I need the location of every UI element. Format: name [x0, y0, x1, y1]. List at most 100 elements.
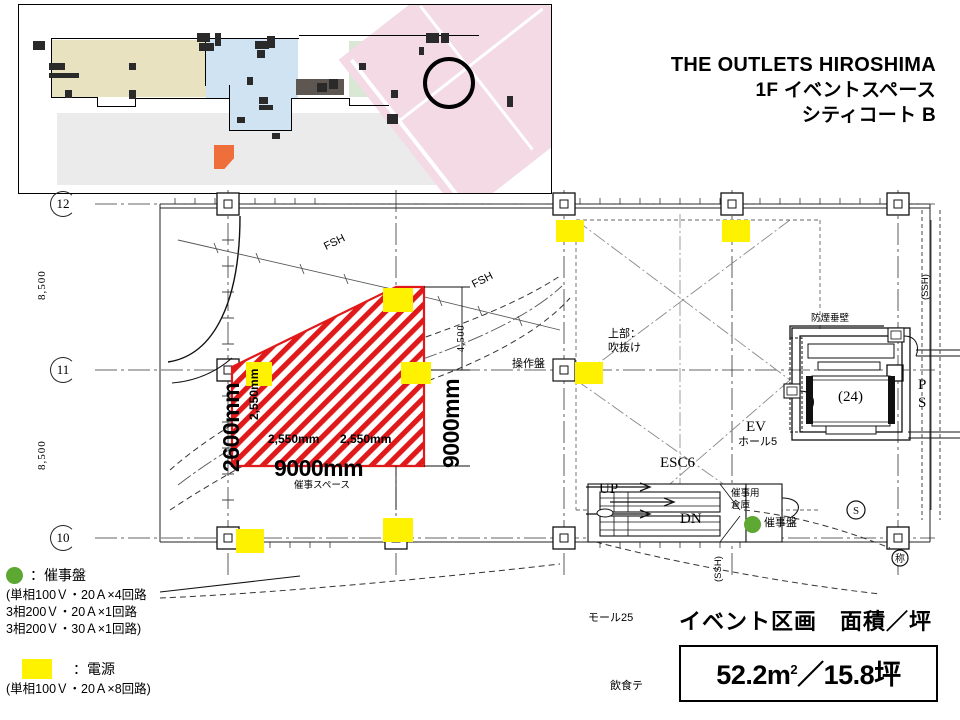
title-line-3: シティコート B	[801, 105, 936, 127]
label-ev-hall: ホール5	[738, 436, 778, 448]
grid-bubble-11: 11	[50, 357, 76, 383]
inset-chip	[259, 105, 273, 110]
title-line-1: THE OUTLETS HIROSHIMA	[670, 54, 936, 76]
label-store-2: 倉庫	[731, 500, 751, 511]
legend-panel-spec-2: 3相200Ｖ・20Ａ×1回路	[6, 604, 137, 619]
dim-left-2600: 2600mm	[218, 382, 244, 472]
label-esc-dn: DN	[680, 511, 702, 527]
event-panel-marker	[744, 516, 761, 533]
inset-wall-v1	[205, 38, 207, 86]
inset-wall-b5	[135, 98, 230, 100]
inset-locator-map	[18, 4, 552, 194]
legend-panel-label: ：催事盤	[30, 567, 86, 583]
inset-chip	[267, 36, 275, 48]
power-outlet	[575, 362, 603, 384]
label-store-1: 催事用	[731, 488, 760, 499]
inset-chip	[65, 90, 72, 98]
label-void-upper: 上部：	[608, 328, 641, 340]
inset-wall-b4	[135, 98, 137, 107]
grid-label: 10	[56, 530, 70, 545]
power-outlet	[556, 220, 584, 242]
inset-wall-b11	[349, 105, 389, 107]
inset-chip	[33, 41, 45, 50]
area-heading: イベント区画 面積／坪	[678, 609, 932, 634]
area-sqm-unit: m	[766, 660, 791, 690]
legend-row-panel: ：催事盤	[6, 565, 256, 585]
label-esc6: ESC6	[660, 455, 696, 471]
inset-entrance-icon	[214, 145, 234, 169]
grid-spacing-2: 8,500	[36, 440, 48, 470]
inset-chip	[255, 41, 269, 49]
grid-label: 11	[56, 362, 70, 377]
inset-chip	[215, 33, 221, 46]
inset-wall-b7	[229, 130, 291, 132]
area-separator: ／	[797, 660, 824, 690]
inset-chip	[237, 117, 245, 123]
label-ssh-bottom: (SSH)	[713, 556, 724, 582]
label-ps-s: S	[918, 395, 927, 411]
title-line-2: 1F イベントスペース	[755, 80, 936, 102]
inset-chip	[247, 77, 253, 85]
area-sqm-sup: 2	[790, 662, 798, 677]
inset-chip	[359, 63, 366, 70]
inset-chip	[197, 33, 210, 42]
plan-vector-layer: S 称	[95, 190, 960, 599]
floor-plan-drawing: S 称	[0, 180, 960, 692]
legend-power-label: ：電源	[73, 661, 115, 678]
grid-bubble-12: 12	[50, 191, 76, 217]
inset-chip	[199, 43, 214, 51]
event-panel-swatch-icon	[6, 566, 23, 584]
label-ssh-right: (SSH)	[920, 274, 931, 300]
label-smoke-curtain: 防煙垂壁	[811, 313, 850, 324]
area-value-box: 52.2m2／15.8坪	[678, 645, 938, 702]
inset-chip	[257, 50, 265, 58]
power-outlet	[722, 220, 750, 242]
page-title: THE OUTLETS HIROSHIMA 1F イベントスペース シティコート…	[671, 52, 936, 129]
power-outlet	[383, 518, 413, 542]
inset-wall-b1	[51, 97, 97, 99]
inset-chip	[441, 33, 449, 43]
label-ev: EV	[746, 419, 766, 435]
power-outlet	[401, 362, 431, 384]
dim-bottom-9000: 9000mm	[274, 455, 364, 481]
grid-label: 12	[56, 196, 70, 211]
svg-text:S: S	[853, 505, 859, 517]
legend-panel-spec-3: 3相200Ｖ・30Ａ×1回路)	[6, 621, 142, 636]
inset-chip	[272, 133, 280, 139]
power-outlet	[246, 362, 272, 386]
inset-chip	[129, 63, 136, 70]
dim-offset-4500: 4,500	[456, 324, 467, 353]
label-mall-25: モール25	[588, 612, 634, 624]
inset-wall-top-1	[51, 38, 299, 40]
inset-wall-b3	[97, 106, 135, 108]
legend-power-spec-1: (単相100Ｖ・20Ａ×8回路)	[6, 682, 151, 697]
label-event-panel: 催事盤	[764, 517, 797, 529]
dim-inner-left-2550: 2,550mm	[247, 368, 261, 420]
label-void-open: 吹抜け	[608, 342, 641, 354]
dim-right-9000: 9000mm	[438, 378, 464, 468]
legend: ：催事盤 (単相100Ｖ・20Ａ×4回路 3相200Ｖ・20Ａ×1回路 3相20…	[6, 565, 256, 698]
dim-inner-bottom-1: 2,550mm	[268, 432, 320, 446]
legend-power-spec: (単相100Ｖ・20Ａ×8回路)	[6, 681, 256, 698]
label-restaurant: 飲食テ	[610, 680, 643, 692]
legend-panel-spec-1: (単相100Ｖ・20Ａ×4回路	[6, 588, 147, 602]
inset-chip	[49, 73, 79, 78]
area-sqm-value: 52.2	[716, 660, 767, 690]
inset-chip	[507, 96, 513, 107]
inset-wall-b10	[349, 98, 351, 106]
inset-chip	[419, 47, 424, 55]
grid-bubble-10: 10	[50, 525, 76, 551]
inset-chip	[49, 63, 65, 70]
inset-chip	[391, 90, 398, 98]
legend-panel-spec: (単相100Ｖ・20Ａ×4回路 3相200Ｖ・20Ａ×1回路 3相200Ｖ・30…	[6, 587, 256, 637]
power-outlet	[236, 529, 264, 553]
inset-wall-top-2	[299, 35, 479, 37]
inset-wall-b9	[291, 98, 349, 100]
inset-zone-west	[51, 40, 206, 97]
inset-wall-b6	[229, 85, 231, 131]
inset-wall-b2	[97, 97, 99, 107]
inset-chip	[329, 79, 338, 89]
label-ps-p: P	[918, 377, 927, 393]
inset-chip	[317, 83, 327, 92]
